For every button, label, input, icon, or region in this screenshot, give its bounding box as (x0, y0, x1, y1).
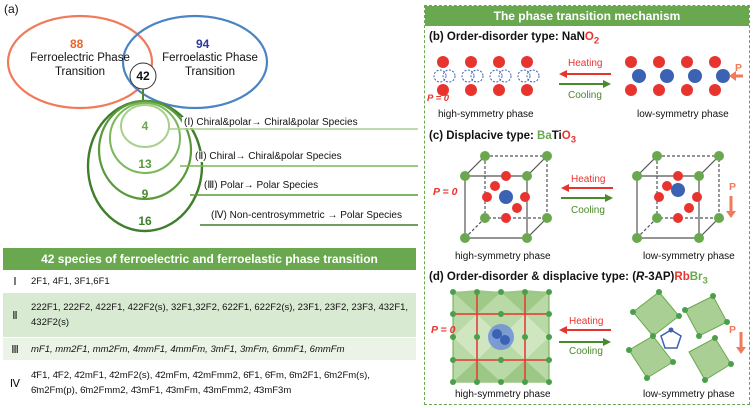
section-d-title: (d) Order-disorder & displacive type: (R… (429, 271, 708, 287)
high-symmetry-label-c: high-symmetry phase (455, 251, 551, 262)
sub-count-3: 9 (141, 187, 149, 201)
sub-ellipse-1 (120, 104, 170, 148)
sub-count-2: 13 (138, 157, 152, 171)
section-c-title: (c) Displacive type: BaTiO3 (429, 130, 577, 146)
batio3-low-symmetry (632, 151, 736, 243)
row-species: 2F1, 4F1, 3F1,6F1 (31, 275, 110, 287)
species-table-title: 42 species of ferroelectric and ferroela… (3, 248, 416, 270)
row-species: 222F1, 222F2, 422F1, 422F2(s), 32F1,32F2… (31, 302, 409, 328)
sub-label-3: (Ⅲ) Polar→ Polar Species (202, 180, 321, 191)
row-number: Ⅳ (9, 377, 21, 390)
sub-label-4: (Ⅳ) Non-centrosymmetric → Polar Species (209, 210, 404, 221)
table-row: Ⅲ mF1, mm2F1, mm2Fm, 4mmF1, 4mmFm, 3mF1,… (3, 338, 416, 361)
heating-label-c: Heating (571, 174, 606, 185)
panel-a-label: (a) (4, 2, 19, 16)
sub-count-1: 4 (141, 119, 149, 133)
heating-label-d: Heating (569, 316, 604, 327)
ferroelectric-ellipse (6, 14, 154, 110)
nano2-low-symmetry (625, 56, 743, 96)
sub-label-2: (Ⅱ) Chiral→ Chiral&polar Species (193, 151, 344, 162)
p-label-d: P (729, 324, 737, 336)
ferroelectric-title-line2: Transition (54, 66, 106, 78)
p-zero-b: P = 0 (427, 93, 450, 104)
high-symmetry-label-d: high-symmetry phase (455, 389, 551, 400)
nano2-high-symmetry (433, 56, 540, 96)
ferroelastic-count: 94 (196, 37, 210, 51)
ferroelastic-title-line2: Transition (184, 66, 236, 78)
mechanism-title: The phase transition mechanism (425, 6, 749, 26)
low-symmetry-label-c: low-symmetry phase (643, 251, 735, 262)
row-species: 4̄F1, 4̄F2, 4̄2mF1, 4̄2mF2(s), 4̄2mFm, 4… (31, 370, 370, 396)
table-row: Ⅳ 4̄F1, 4̄F2, 4̄2mF1, 4̄2mF2(s), 4̄2mFm,… (3, 361, 416, 406)
sub-ellipse-3 (97, 99, 193, 201)
ferroelectric-title-line1: Ferroelectric Phase (30, 52, 130, 64)
rbbr3-illustration (450, 289, 746, 385)
ferroelastic-ellipse (121, 14, 269, 110)
rbbr3-high-symmetry (450, 289, 552, 385)
cooling-label-b: Cooling (568, 90, 602, 101)
mechanism-panel: The phase transition mechanism (b) Order… (424, 5, 750, 405)
low-symmetry-label-d: low-symmetry phase (643, 389, 735, 400)
p-zero-c: P = 0 (433, 186, 458, 198)
heating-label-b: Heating (568, 58, 603, 69)
p-zero-d: P = 0 (431, 324, 456, 336)
species-table: 42 species of ferroelectric and ferroela… (3, 248, 416, 406)
batio3-illustration (460, 151, 736, 243)
row-number: Ⅰ (13, 275, 17, 288)
batio3-high-symmetry (460, 151, 552, 243)
p-label-b: P (735, 62, 743, 74)
row-number: Ⅱ (12, 309, 18, 322)
low-symmetry-label-b: low-symmetry phase (637, 109, 729, 120)
row-species: mF1, mm2F1, mm2Fm, 4mmF1, 4mmFm, 3mF1, 3… (31, 343, 345, 355)
sub-ellipse-2 (109, 102, 181, 174)
overlap-count: 42 (136, 69, 150, 83)
ferroelastic-title-line1: Ferroelastic Phase (162, 52, 258, 64)
ferroelectric-count: 88 (70, 37, 84, 51)
nano2-illustration (433, 56, 743, 96)
table-row: Ⅰ 2F1, 4F1, 3F1,6F1 (3, 270, 416, 293)
row-number: Ⅲ (11, 343, 19, 356)
venn-diagram (6, 14, 418, 233)
section-b-title: (b) Order-disorder type: NaNO2 (429, 31, 600, 47)
cooling-label-c: Cooling (571, 205, 605, 216)
high-symmetry-label-b: high-symmetry phase (438, 109, 534, 120)
sub-count-4: 16 (138, 214, 152, 228)
table-row: Ⅱ 222F1, 222F2, 422F1, 422F2(s), 32F1,32… (3, 293, 416, 338)
p-label-c: P (729, 181, 737, 193)
rbbr3-low-symmetry (626, 289, 746, 383)
sub-label-1: (Ⅰ) Chiral&polar→ Chiral&polar Species (182, 117, 360, 128)
cooling-label-d: Cooling (569, 346, 603, 357)
